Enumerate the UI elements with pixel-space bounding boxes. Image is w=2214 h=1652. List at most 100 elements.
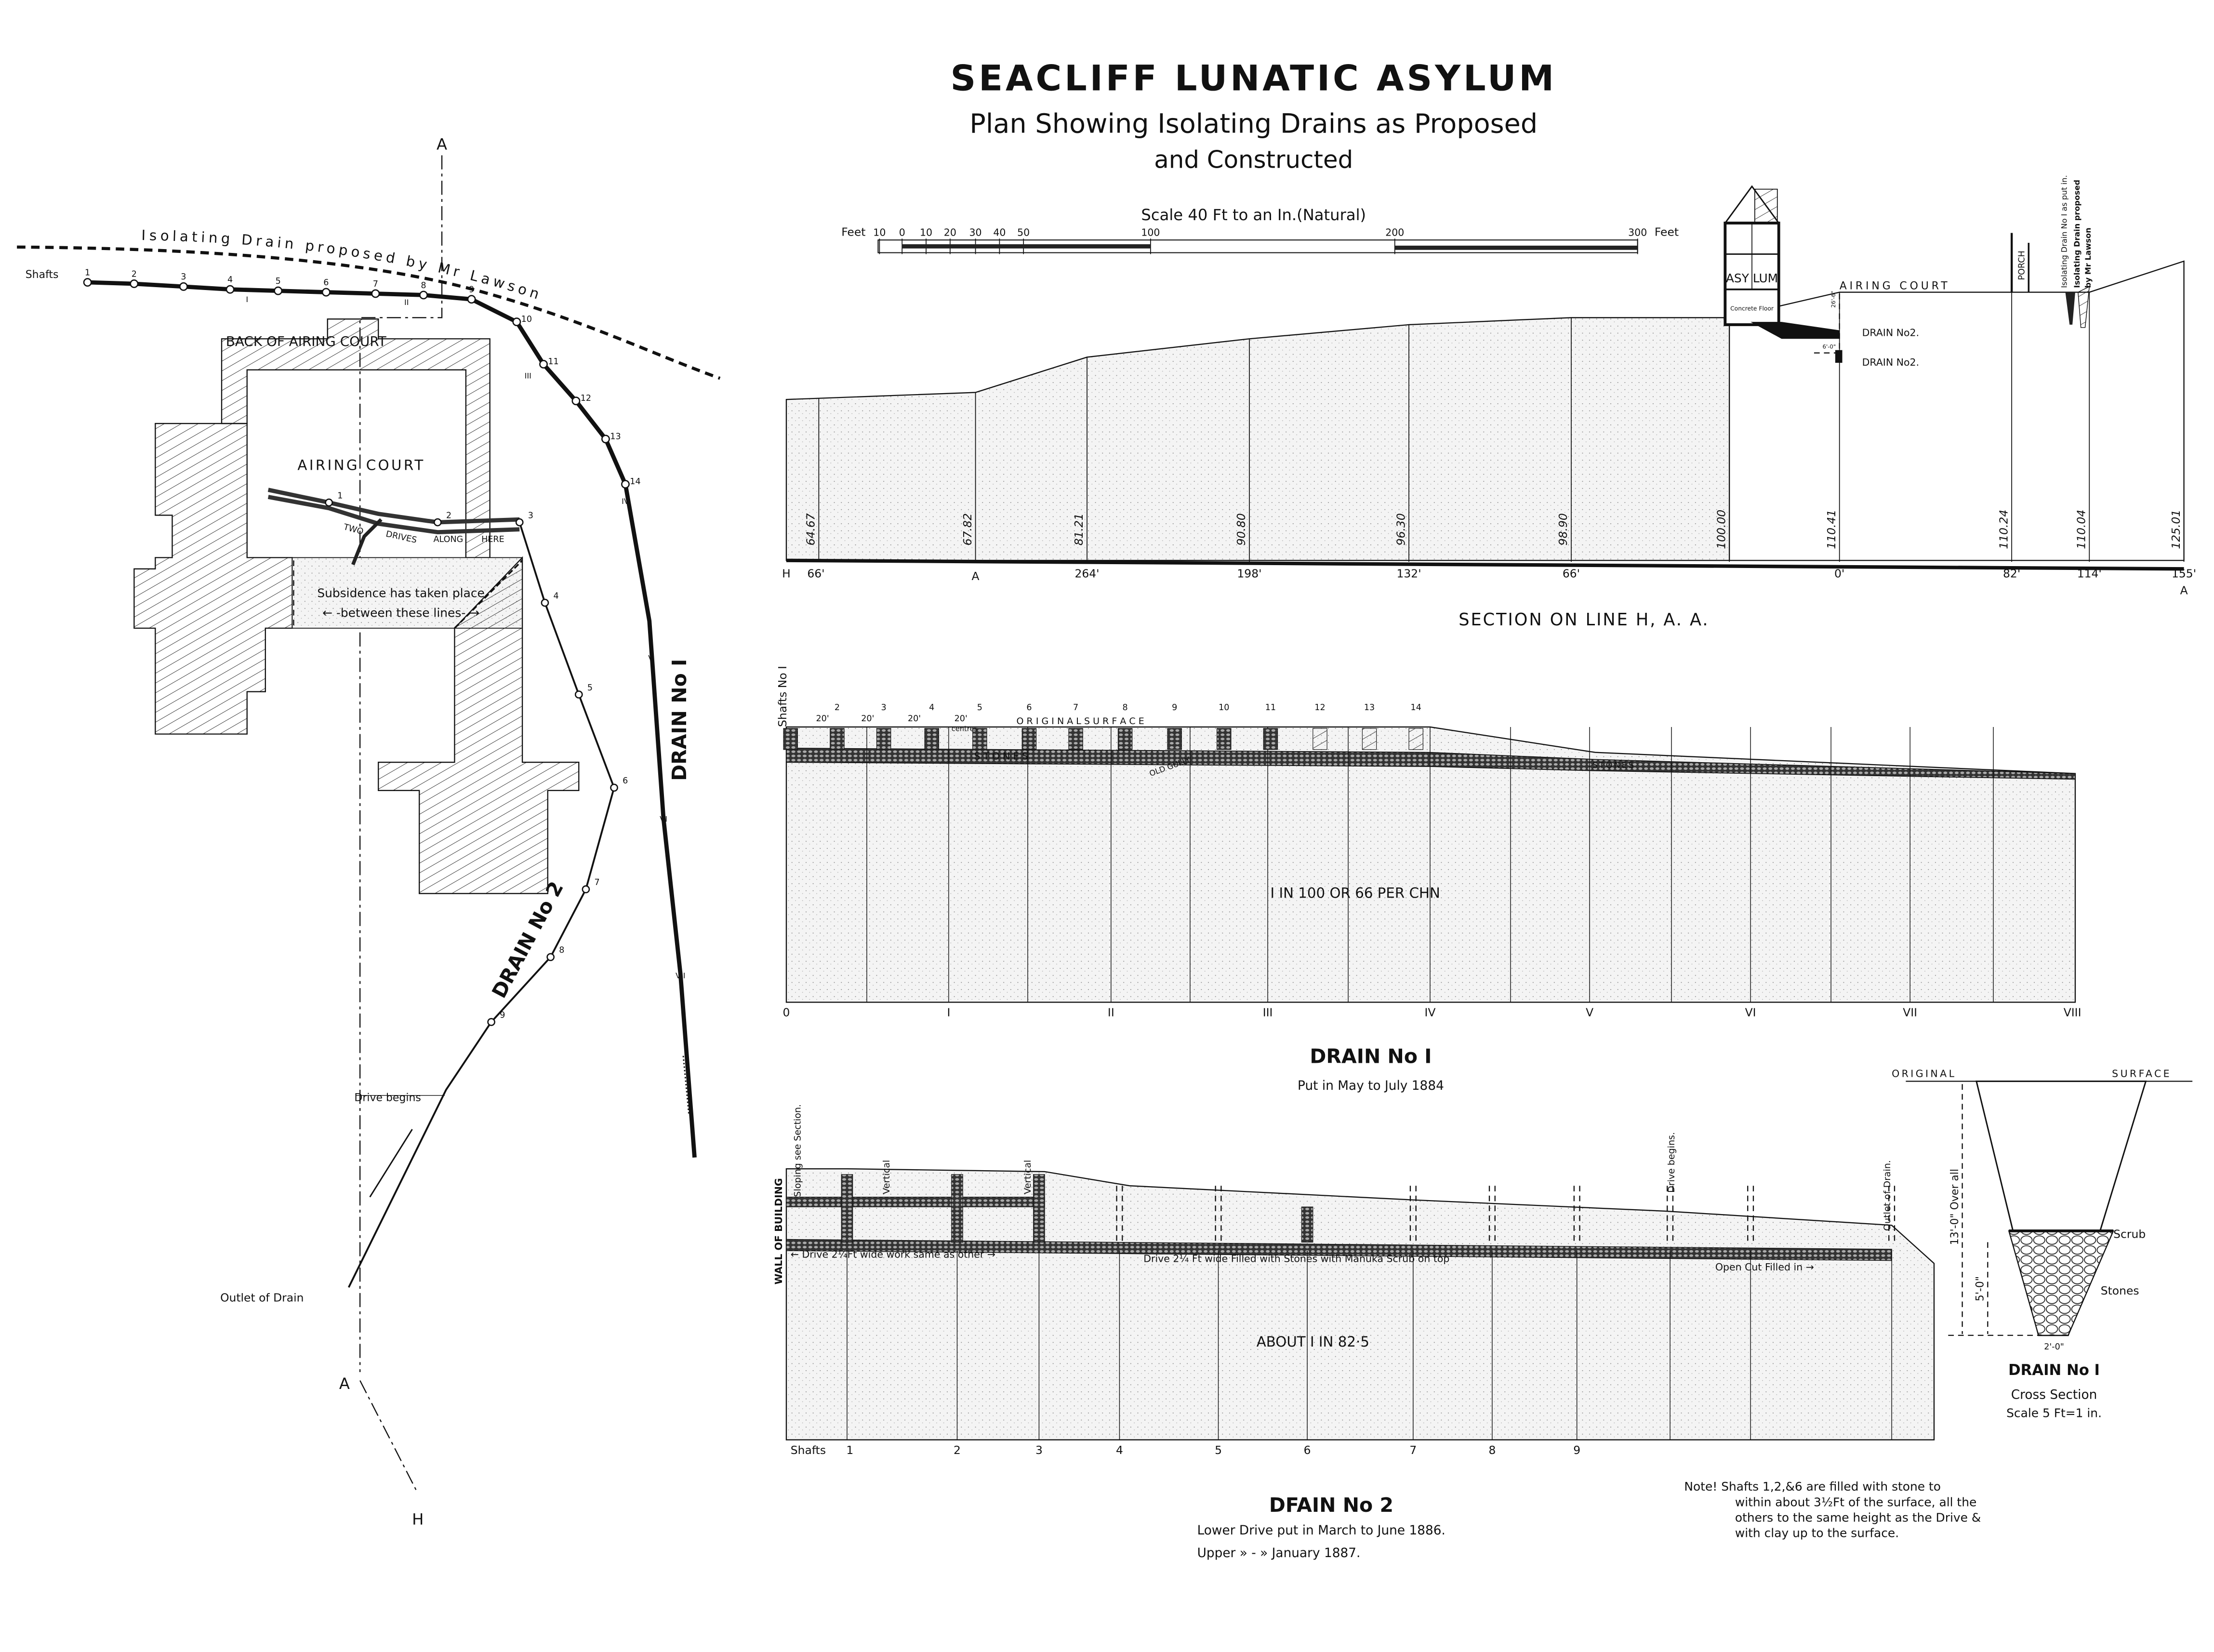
section-mark-h: H: [412, 1510, 424, 1528]
drain-no2-section: WALL OF BUILDING Sloping see Section. Ve…: [773, 1104, 1935, 1560]
shaft-number: 2: [132, 269, 137, 279]
drain2-shaft-number: 1: [846, 1443, 853, 1457]
elevation-label: 110.24: [1997, 510, 2010, 549]
scale-tick-label: 300: [1628, 226, 1647, 238]
drain1-shafts-label: Shafts No I: [776, 666, 789, 727]
cross-section-scale: Scale 5 Ft=1 in.: [2006, 1406, 2102, 1420]
drain1-gradient-label: I IN 100 OR 66 PER CHN: [1271, 885, 1440, 901]
scrub-label: Scrub: [2113, 1228, 2146, 1241]
distance-label: 0': [1834, 567, 1844, 580]
spacing-2: 20': [861, 714, 874, 724]
airing-court-label: AIRING COURT: [297, 457, 425, 474]
section-line-a-h: [359, 1380, 419, 1494]
vertical-label-1: Vertical: [881, 1160, 892, 1194]
drain1-shaft-number: 11: [1265, 703, 1276, 713]
shaft-marker: [130, 279, 139, 288]
shaft-number: 7: [373, 279, 378, 289]
shaft-marker: [621, 480, 630, 489]
scale-tick-label: 10: [873, 226, 886, 238]
sloping-label: Sloping see Section.: [792, 1104, 803, 1197]
shaft-marker: [467, 295, 476, 304]
cross-section-title: DRAIN No I: [2008, 1361, 2100, 1379]
drain2-shaft-number: 4: [1116, 1443, 1123, 1457]
elevation-label: 98.90: [1556, 513, 1570, 545]
elevation-label: 100.00: [1714, 510, 1728, 549]
drain2-flow-arrow: [369, 1129, 413, 1198]
building-left-wing: [133, 423, 293, 735]
title-block: SEACLIFF LUNATIC ASYLUM Plan Showing Iso…: [950, 58, 1554, 174]
drain-no2-upper-section: [1750, 322, 1840, 339]
drain1-shaft-number: 7: [1073, 703, 1078, 713]
chain-label: III: [1263, 1006, 1273, 1019]
section-haa-title: SECTION ON LINE H, A. A.: [1458, 610, 1709, 630]
drain2-drive-begins-label: Drive begins.: [1666, 1132, 1677, 1193]
drain1-shaft: [1068, 728, 1083, 750]
drain1-section-title: DRAIN No I: [1310, 1044, 1432, 1068]
shaft-number: 13: [610, 432, 621, 441]
drive-begins-label: Drive begins: [354, 1092, 421, 1104]
chain-mark: V: [648, 653, 653, 662]
section-mark-a-top: A: [437, 135, 447, 154]
chain-mark: II: [404, 298, 409, 307]
drain-no2-lower-section: [1835, 350, 1843, 363]
scale-unit-left: Feet: [841, 225, 865, 238]
scale-bar: Scale 40 Ft to an In.(Natural) Feet Feet…: [841, 206, 1679, 254]
distance-label: 82': [2003, 567, 2020, 580]
overall-depth-label: 13'-0" Over all: [1949, 1169, 1961, 1245]
isolating-drain-proposed-section: [2078, 286, 2090, 328]
section-ground-profile-right: [1728, 260, 2185, 561]
chain-label: VIII: [2064, 1006, 2081, 1019]
outlet-label: Outlet of Drain: [220, 1291, 304, 1304]
lower-drive-note: Lower Drive put in March to June 1886.: [1197, 1523, 1445, 1538]
drain2-gradient-label: ABOUT I IN 82·5: [1257, 1334, 1369, 1350]
shaft-marker: [539, 360, 548, 369]
distance-label: 114': [2077, 567, 2102, 580]
stones-label: Stones: [2101, 1284, 2139, 1297]
subsidence-label-1: Subsidence has taken place: [317, 586, 484, 600]
stones-label-right: STONES: [1592, 761, 1635, 770]
two-drives-label-3: ALONG: [433, 535, 463, 544]
elevation-label: 96.30: [1394, 513, 1407, 545]
shaft-marker: [274, 286, 283, 295]
drain2-shaft-marker: [515, 518, 524, 527]
drain2-shaft-number: 5: [1215, 1443, 1222, 1457]
scale-tick-label: 40: [993, 226, 1006, 238]
cross-surface-label: SURFACE: [2112, 1068, 2172, 1080]
drain-no2-branch: [351, 518, 383, 566]
drain2-shaft-number: 5: [587, 683, 593, 693]
shaft-number: 5: [276, 277, 281, 286]
drain2-shaft-number: 6: [623, 776, 628, 786]
drain1-shaft-number: 13: [1364, 703, 1375, 713]
shaft-number: 3: [181, 272, 186, 282]
distance-label: H: [782, 567, 791, 580]
drive-note-2: Drive 2¼ Ft wide Filled with Stones with…: [1143, 1253, 1449, 1264]
stones-label-left: STONES: [974, 750, 1031, 762]
drain2-shaft-number: 2: [446, 511, 451, 520]
drain2-shaft-number: 8: [1488, 1443, 1496, 1457]
distance-label: 66': [1563, 567, 1580, 580]
drain1-shaft-number: 9: [1172, 703, 1177, 713]
drain2-ground: [785, 1168, 1935, 1441]
distance-label: 66': [807, 567, 824, 580]
chain-mark: I: [246, 295, 248, 304]
shaft-marker: [371, 289, 380, 298]
elevation-label: 125.01: [2169, 510, 2183, 549]
drain1-section-subtitle: Put in May to July 1884: [1298, 1079, 1444, 1093]
isolating-by-label: by Mr Lawson: [2083, 227, 2093, 288]
shaft-number: 12: [581, 394, 591, 403]
chain-label: I: [947, 1006, 950, 1019]
shaft-marker: [83, 278, 92, 287]
drain2-shaft-marker: [546, 953, 555, 961]
drain1-shaft-number: 10: [1219, 703, 1229, 713]
drain2-shaft-number: 3: [1035, 1443, 1043, 1457]
drain1-shaft: [972, 728, 987, 750]
chain-label: IV: [1425, 1006, 1436, 1019]
isolating-as-put-in-label: Isolating Drain No I as put in.: [2059, 175, 2068, 288]
drive-note-1: ← Drive 2¼Ft wide work same as other →: [791, 1249, 995, 1260]
two-drives-label-2: DRIVES: [385, 529, 418, 545]
drain1-shaft-number: 8: [1123, 703, 1128, 713]
drain1-shaft: [1312, 728, 1327, 750]
drain1-shaft-number: 4: [929, 703, 934, 713]
spacing-4: 20': [955, 714, 968, 724]
two-drives-label-4: HERE: [481, 535, 504, 544]
